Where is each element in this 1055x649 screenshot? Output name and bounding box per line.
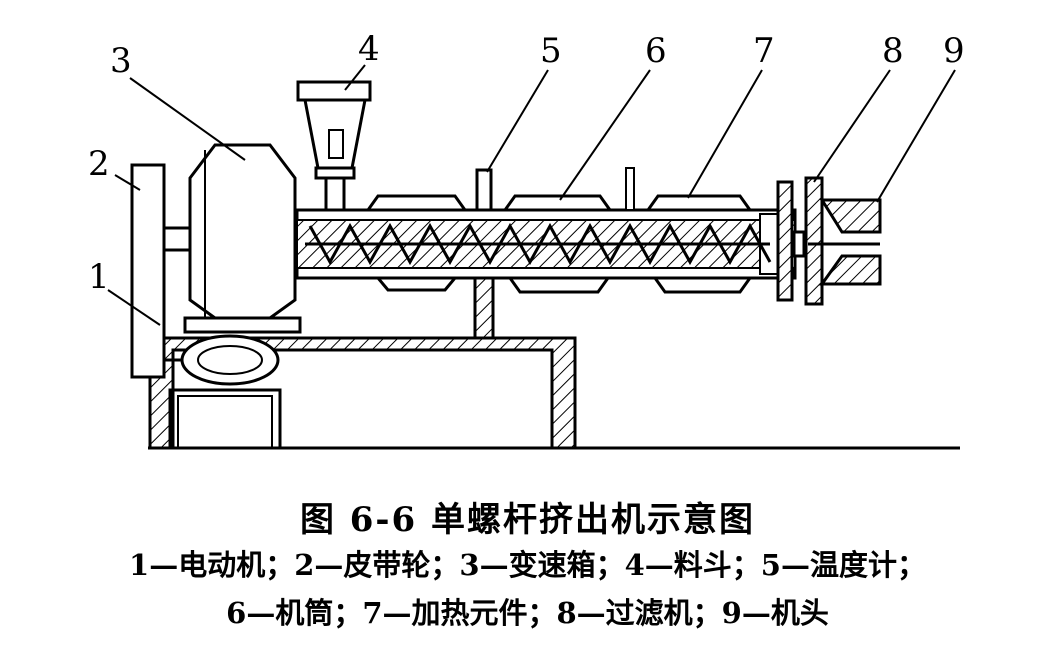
belt-pulley bbox=[130, 163, 166, 379]
barrel-support bbox=[473, 276, 495, 340]
label-1: 1 bbox=[88, 257, 110, 297]
label-8: 8 bbox=[882, 31, 904, 71]
extruder-diagram: 1 2 3 4 5 6 7 8 9 bbox=[88, 29, 965, 450]
label-5: 5 bbox=[540, 31, 562, 71]
label-7: 7 bbox=[753, 31, 775, 71]
leader-lines bbox=[107, 64, 956, 326]
hopper bbox=[296, 80, 372, 212]
die-head bbox=[808, 198, 882, 286]
electric-motor bbox=[164, 334, 280, 386]
filter-plate bbox=[776, 176, 824, 306]
label-4: 4 bbox=[358, 29, 380, 69]
figure-legend-line-1: 1—电动机；2—皮带轮；3—变速箱；4—料斗；5—温度计； bbox=[129, 548, 926, 582]
screw bbox=[305, 222, 772, 266]
label-3: 3 bbox=[110, 41, 132, 81]
figure-legend-line-2: 6—机筒；7—加热元件；8—过滤机；9—机头 bbox=[226, 596, 829, 630]
label-6: 6 bbox=[645, 31, 667, 71]
gearbox bbox=[183, 143, 302, 334]
label-9: 9 bbox=[943, 31, 965, 71]
heating-elements bbox=[365, 194, 753, 294]
label-2: 2 bbox=[88, 144, 110, 184]
thermometer bbox=[475, 168, 493, 212]
thermometer-2 bbox=[625, 167, 635, 211]
pulley-shaft bbox=[162, 226, 192, 252]
figure-caption-title: 图 6-6 单螺杆挤出机示意图 bbox=[299, 500, 756, 540]
